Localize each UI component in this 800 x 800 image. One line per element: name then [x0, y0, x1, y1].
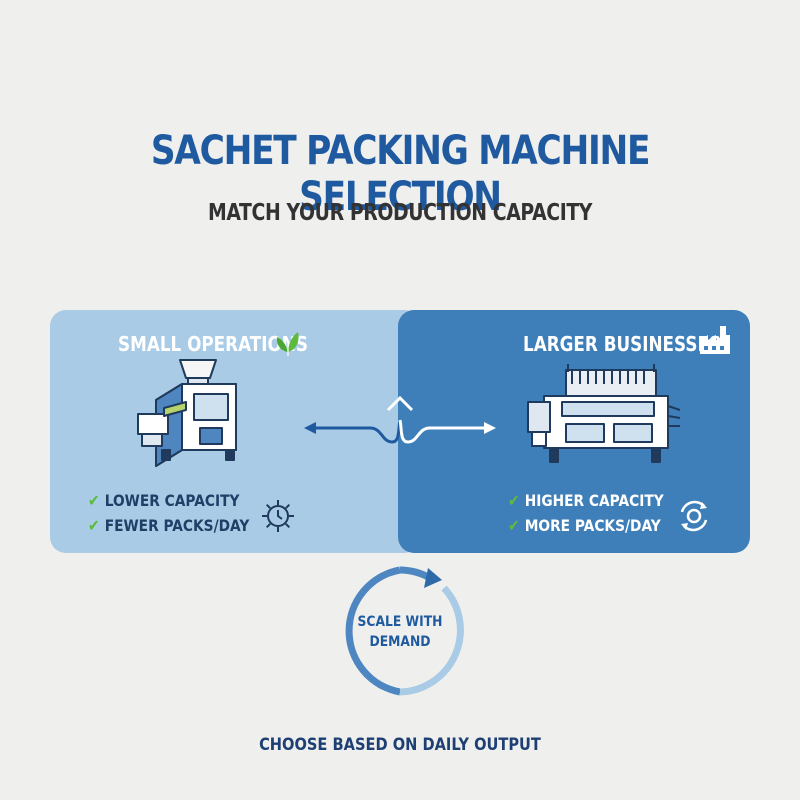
- small-operations-panel: SMALL OPERATIONS ✔LOWER CAPACITY ✔FEWER …: [50, 310, 420, 553]
- check-icon: ✔: [508, 491, 520, 510]
- feature-fewer-packs: ✔FEWER PACKS/DAY: [88, 516, 250, 535]
- check-icon: ✔: [508, 516, 520, 535]
- comparison-connector: [304, 395, 496, 444]
- check-icon: ✔: [88, 516, 100, 535]
- larger-businesses-title: LARGER BUSINESSES: [523, 332, 722, 356]
- feature-more-packs: ✔MORE PACKS/DAY: [508, 516, 661, 535]
- larger-businesses-panel: LARGER BUSINESSES ✔HIGHER CAPACI: [398, 310, 750, 553]
- factory-icon: [700, 326, 730, 354]
- page-title: SACHET PACKING MACHINE SELECTION: [150, 128, 651, 220]
- page-subtitle: MATCH YOUR PRODUCTION CAPACITY: [207, 200, 593, 226]
- check-icon: ✔: [88, 491, 100, 510]
- large-packing-machine-icon: [527, 364, 681, 463]
- gear-clock-icon: [262, 500, 294, 532]
- small-packing-machine-icon: [137, 359, 237, 467]
- leaf-icon: [276, 332, 299, 356]
- scale-with-demand-label: SCALE WITH DEMAND: [357, 614, 443, 650]
- arrow-right-icon: [484, 422, 496, 434]
- footer-caption: CHOOSE BASED ON DAILY OUTPUT: [259, 735, 541, 755]
- feature-lower-capacity: ✔LOWER CAPACITY: [88, 491, 240, 510]
- small-operations-title: SMALL OPERATIONS: [118, 332, 308, 356]
- feature-higher-capacity: ✔HIGHER CAPACITY: [508, 491, 664, 510]
- cycle-arrows-icon: [680, 500, 708, 532]
- scale-cycle-icon: [345, 566, 464, 696]
- arrow-left-icon: [304, 422, 316, 434]
